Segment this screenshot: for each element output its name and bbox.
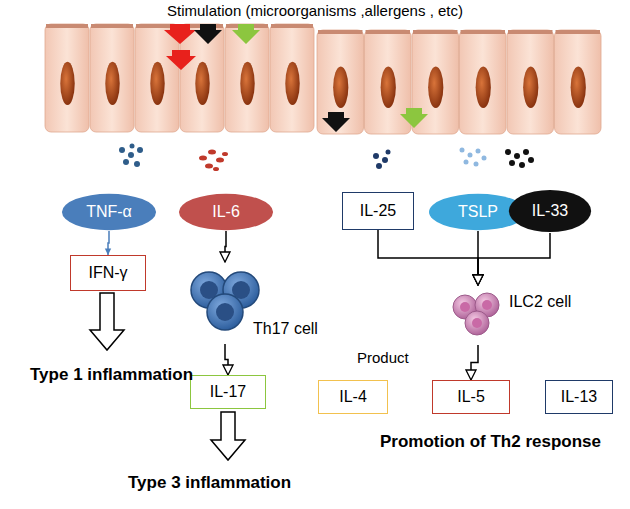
node-text: IL-33 xyxy=(532,202,568,220)
cell-nucleus xyxy=(428,66,443,108)
stimulus-arrow xyxy=(194,24,222,44)
cytokine-box: IFN-γ xyxy=(70,255,146,291)
node-text: IL-17 xyxy=(210,383,246,401)
cell-nucleus xyxy=(523,66,538,108)
cell-apex xyxy=(461,30,506,34)
cytokine-box: IL-25 xyxy=(342,192,414,230)
outcome-label: Promotion of Th2 response xyxy=(380,432,601,452)
block-arrow xyxy=(90,293,124,350)
stimulus-arrow xyxy=(166,50,196,70)
cytokine-box: IL-5 xyxy=(432,380,510,414)
connector-arrow xyxy=(378,230,478,285)
cell-apex xyxy=(413,30,458,34)
outcome-label: Type 3 inflammation xyxy=(128,473,291,493)
epithelial-cell xyxy=(317,30,364,134)
cell-apex xyxy=(271,24,313,28)
stimulus-arrow xyxy=(232,24,260,44)
cell-nucleus xyxy=(333,66,348,108)
cell-apex xyxy=(318,30,363,34)
epithelial-cell xyxy=(555,30,602,134)
cell-nucleus xyxy=(195,62,209,105)
cytokine-dots xyxy=(199,150,228,172)
stimulus-arrow xyxy=(164,24,196,44)
epithelial-cell xyxy=(225,24,269,132)
connector-arrow xyxy=(225,344,228,375)
cell-cluster xyxy=(445,285,507,341)
node-text: TNF-α xyxy=(86,203,132,221)
cytokine-ellipse: IL-6 xyxy=(178,193,274,231)
diagram-title: Stimulation (microorganisms ,allergens ,… xyxy=(0,2,630,19)
node-text: IL-25 xyxy=(360,202,396,220)
cell-apex xyxy=(366,30,411,34)
epithelial-cell xyxy=(135,24,179,132)
node-text: Th17 cell xyxy=(253,320,318,338)
cell-apex xyxy=(508,30,553,34)
cytokine-box: IL-13 xyxy=(545,380,613,414)
cell-nucleus xyxy=(240,62,254,105)
cell-nucleus xyxy=(476,66,491,108)
cell-apex xyxy=(46,24,88,28)
cytokine-box: IL-4 xyxy=(318,380,388,414)
cell-nucleus xyxy=(381,66,396,108)
cell-nucleus xyxy=(285,62,299,105)
epithelial-cell xyxy=(45,24,89,132)
node-text: TSLP xyxy=(458,203,498,221)
connector-arrow xyxy=(471,345,478,380)
cytokine-dots xyxy=(373,150,391,170)
note-label: Product xyxy=(357,349,409,366)
node-text: IL-5 xyxy=(457,388,485,406)
block-arrow xyxy=(211,412,245,460)
epithelial-cell xyxy=(270,24,314,132)
cell-apex xyxy=(556,30,601,34)
node-text: IL-4 xyxy=(339,388,367,406)
epithelial-cell xyxy=(507,30,554,134)
ilc2-cell: ILC2 cell xyxy=(445,285,595,345)
node-text: IFN-γ xyxy=(88,264,127,282)
node-text: IL-6 xyxy=(212,203,240,221)
cytokine-ellipse: IL-33 xyxy=(508,189,592,233)
epithelial-cell xyxy=(180,24,224,132)
outcome-label: Type 1 inflammation xyxy=(30,365,193,385)
cell-nucleus xyxy=(150,62,164,105)
th17-cell: Th17 cell xyxy=(185,262,325,344)
connector-arrow xyxy=(108,231,109,255)
cell-nucleus xyxy=(60,62,74,105)
connector-arrow xyxy=(478,233,550,285)
stimulus-arrow xyxy=(400,108,428,128)
epithelial-cell xyxy=(365,30,412,134)
cytokine-dots xyxy=(119,144,143,168)
cytokine-dots xyxy=(460,148,487,167)
cytokine-dots xyxy=(505,149,534,168)
cell-nucleus xyxy=(571,66,586,108)
cell-apex xyxy=(91,24,133,28)
cell-nucleus xyxy=(105,62,119,105)
cytokine-box: IL-17 xyxy=(190,375,266,409)
cytokine-ellipse: TNF-α xyxy=(61,193,157,231)
connector-arrow xyxy=(225,231,226,262)
epithelial-cell xyxy=(460,30,507,134)
stimulus-arrow xyxy=(322,112,350,132)
epithelial-cell xyxy=(90,24,134,132)
node-text: IL-13 xyxy=(561,388,597,406)
node-text: ILC2 cell xyxy=(509,293,571,311)
